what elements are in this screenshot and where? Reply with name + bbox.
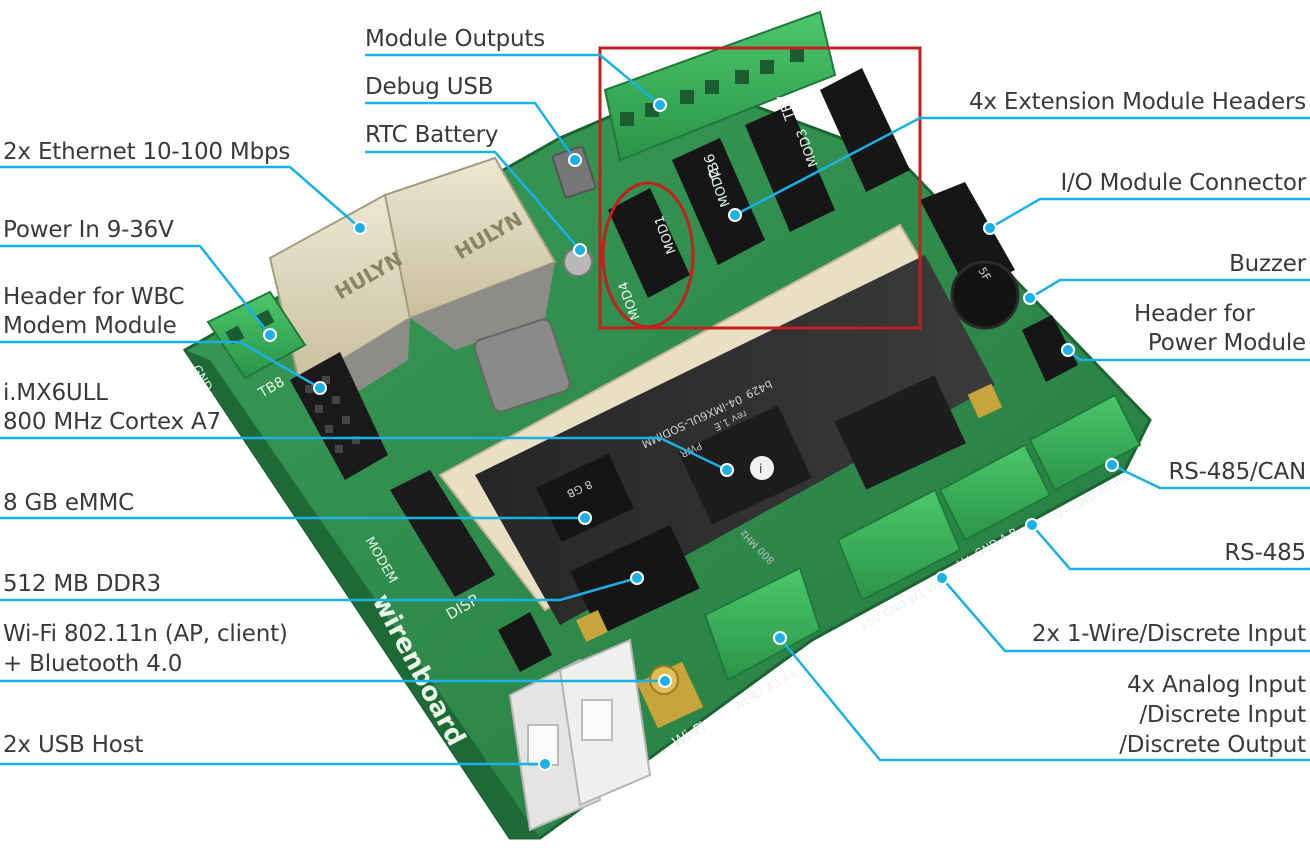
highlight-ellipse	[601, 181, 695, 329]
label-usb-host: 2x USB Host	[3, 732, 144, 758]
label-module-outputs: Module Outputs	[365, 26, 546, 52]
label-rs485: RS-485	[1224, 540, 1306, 566]
label-wifi-1: Wi-Fi 802.11n (AP, client)	[3, 621, 288, 647]
label-ddr3: 512 MB DDR3	[3, 571, 161, 597]
debug-usb-port	[551, 145, 597, 199]
label-buzzer: Buzzer	[1229, 251, 1306, 277]
small-header	[498, 612, 552, 672]
callout-dots	[263, 98, 1119, 771]
module-tab-right	[967, 383, 1003, 419]
label-debug-usb: Debug USB	[365, 74, 494, 100]
label-wbc-header-2: Modem Module	[3, 313, 177, 339]
label-onewire: 2x 1-Wire/Discrete Input	[1031, 621, 1306, 647]
buzzer-mark: 5F	[975, 265, 993, 283]
wifi-connector: Wi-Fi	[636, 661, 709, 751]
highlight-box	[598, 46, 922, 330]
power-module-header	[1022, 315, 1078, 382]
label-cpu-1: i.MX6ULL	[3, 380, 108, 406]
module-tab-left	[576, 610, 608, 642]
label-emmc: 8 GB eMMC	[3, 490, 134, 516]
label-analog-2: /Discrete Input	[1139, 702, 1306, 728]
label-cpu-2: 800 MHz Cortex A7	[3, 409, 221, 435]
svg-text:i: i	[759, 462, 762, 476]
label-io-connector: I/O Module Connector	[1060, 170, 1306, 196]
label-rs485-can: RS-485/CAN	[1168, 459, 1306, 485]
label-wifi-2: + Bluetooth 4.0	[3, 651, 183, 677]
label-power-header-1: Header for	[1134, 301, 1255, 327]
label-power-header-2: Power Module	[1147, 330, 1306, 356]
label-rtc-battery: RTC Battery	[365, 122, 499, 148]
label-wbc-header-1: Header for WBC	[3, 284, 185, 310]
label-power-in: Power In 9-36V	[3, 217, 174, 243]
label-analog-1: 4x Analog Input	[1127, 672, 1306, 698]
buzzer	[950, 260, 1020, 330]
inductor	[473, 318, 571, 413]
label-analog-3: /Discrete Output	[1119, 732, 1306, 758]
label-ext-headers: 4x Extension Module Headers	[968, 89, 1306, 115]
extension-headers	[608, 68, 910, 298]
label-ethernet: 2x Ethernet 10-100 Mbps	[3, 139, 291, 165]
callout-lines	[0, 53, 1310, 766]
